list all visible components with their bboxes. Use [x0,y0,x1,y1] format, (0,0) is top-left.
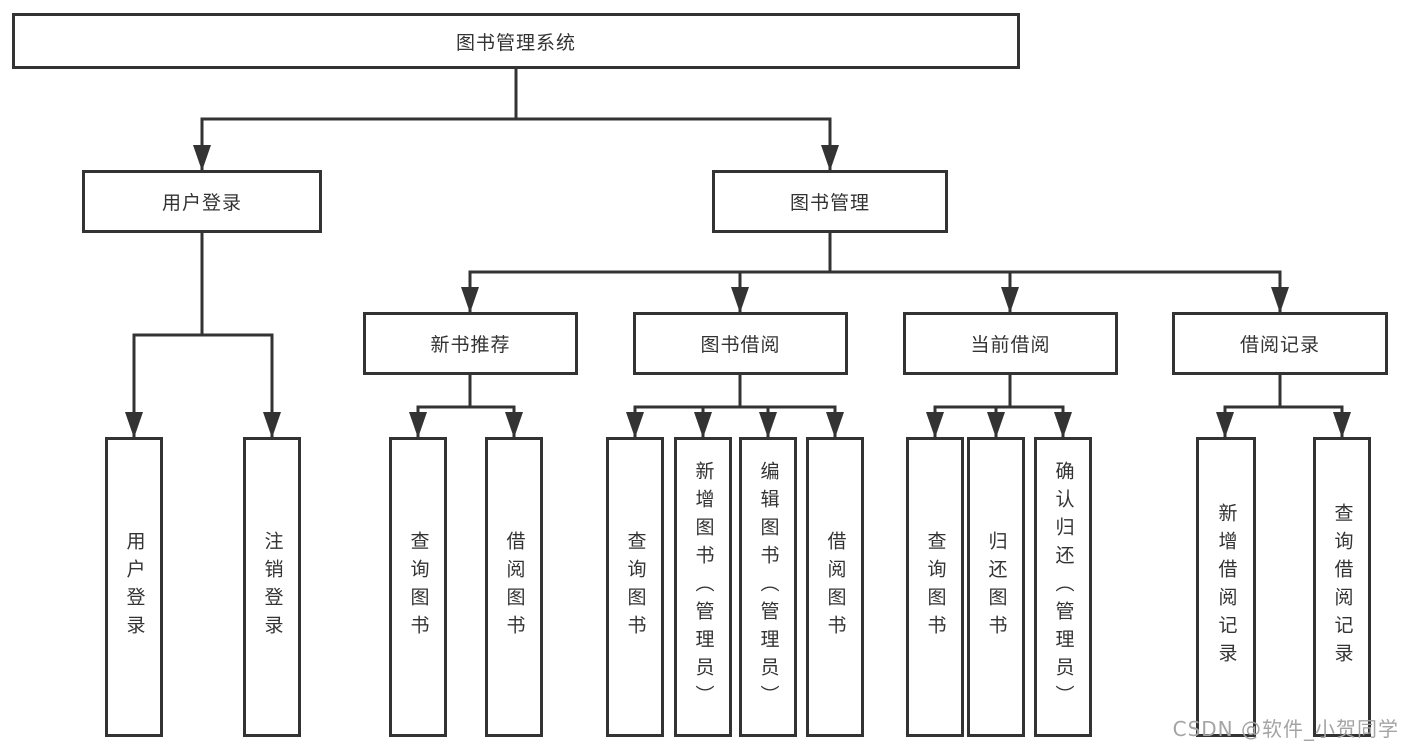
node-user-login: 用户登录 [82,170,322,233]
node-label: 图书管理 [789,192,870,214]
csdn-watermark: CSDN @软件_小贺同学 [1172,717,1399,741]
leaf-add-books-admin: 新增图书（管理员） [674,437,732,737]
node-label: 新增图书（管理员） [692,461,715,713]
node-library-management-system: 图书管理系统 [12,13,1020,69]
node-label: 图书借阅 [700,334,781,356]
node-book-borrowing: 图书借阅 [633,312,848,375]
leaf-add-borrow-record: 新增借阅记录 [1196,437,1256,737]
node-label: 编辑图书（管理员） [757,461,780,713]
leaf-return-books: 归还图书 [967,437,1025,737]
leaf-borrow-books-recommend: 借阅图书 [485,437,543,737]
node-label: 借阅记录 [1239,334,1320,356]
leaf-search-borrow-record: 查询借阅记录 [1313,437,1371,737]
leaf-search-books-recommend: 查询图书 [389,437,447,737]
node-label: 查询图书 [624,531,647,643]
leaf-user-login: 用户登录 [105,437,163,737]
node-new-book-recommendation: 新书推荐 [363,312,578,375]
node-label: 借阅图书 [503,531,526,643]
node-borrowing-records: 借阅记录 [1172,312,1388,375]
node-label: 归还图书 [985,531,1008,643]
leaf-logout: 注销登录 [243,437,301,737]
leaf-confirm-return-admin: 确认归还（管理员） [1034,437,1092,737]
node-label: 注销登录 [261,531,284,643]
node-label: 查询图书 [407,531,430,643]
node-label: 新书推荐 [430,334,511,356]
node-label: 新增借阅记录 [1215,503,1238,671]
node-label: 当前借阅 [970,334,1051,356]
node-label: 借阅图书 [824,531,847,643]
node-label: 确认归还（管理员） [1052,461,1075,713]
node-label: 查询借阅记录 [1331,503,1354,671]
leaf-edit-books-admin: 编辑图书（管理员） [739,437,797,737]
node-label: 用户登录 [123,531,146,643]
node-book-management: 图书管理 [712,170,948,233]
leaf-search-books-current: 查询图书 [906,437,964,737]
node-label: 用户登录 [161,192,242,214]
node-label: 查询图书 [924,531,947,643]
leaf-borrow-books: 借阅图书 [806,437,864,737]
leaf-search-books-borrowing: 查询图书 [606,437,664,737]
node-label: 图书管理系统 [455,31,576,54]
node-current-borrowing: 当前借阅 [903,312,1118,375]
